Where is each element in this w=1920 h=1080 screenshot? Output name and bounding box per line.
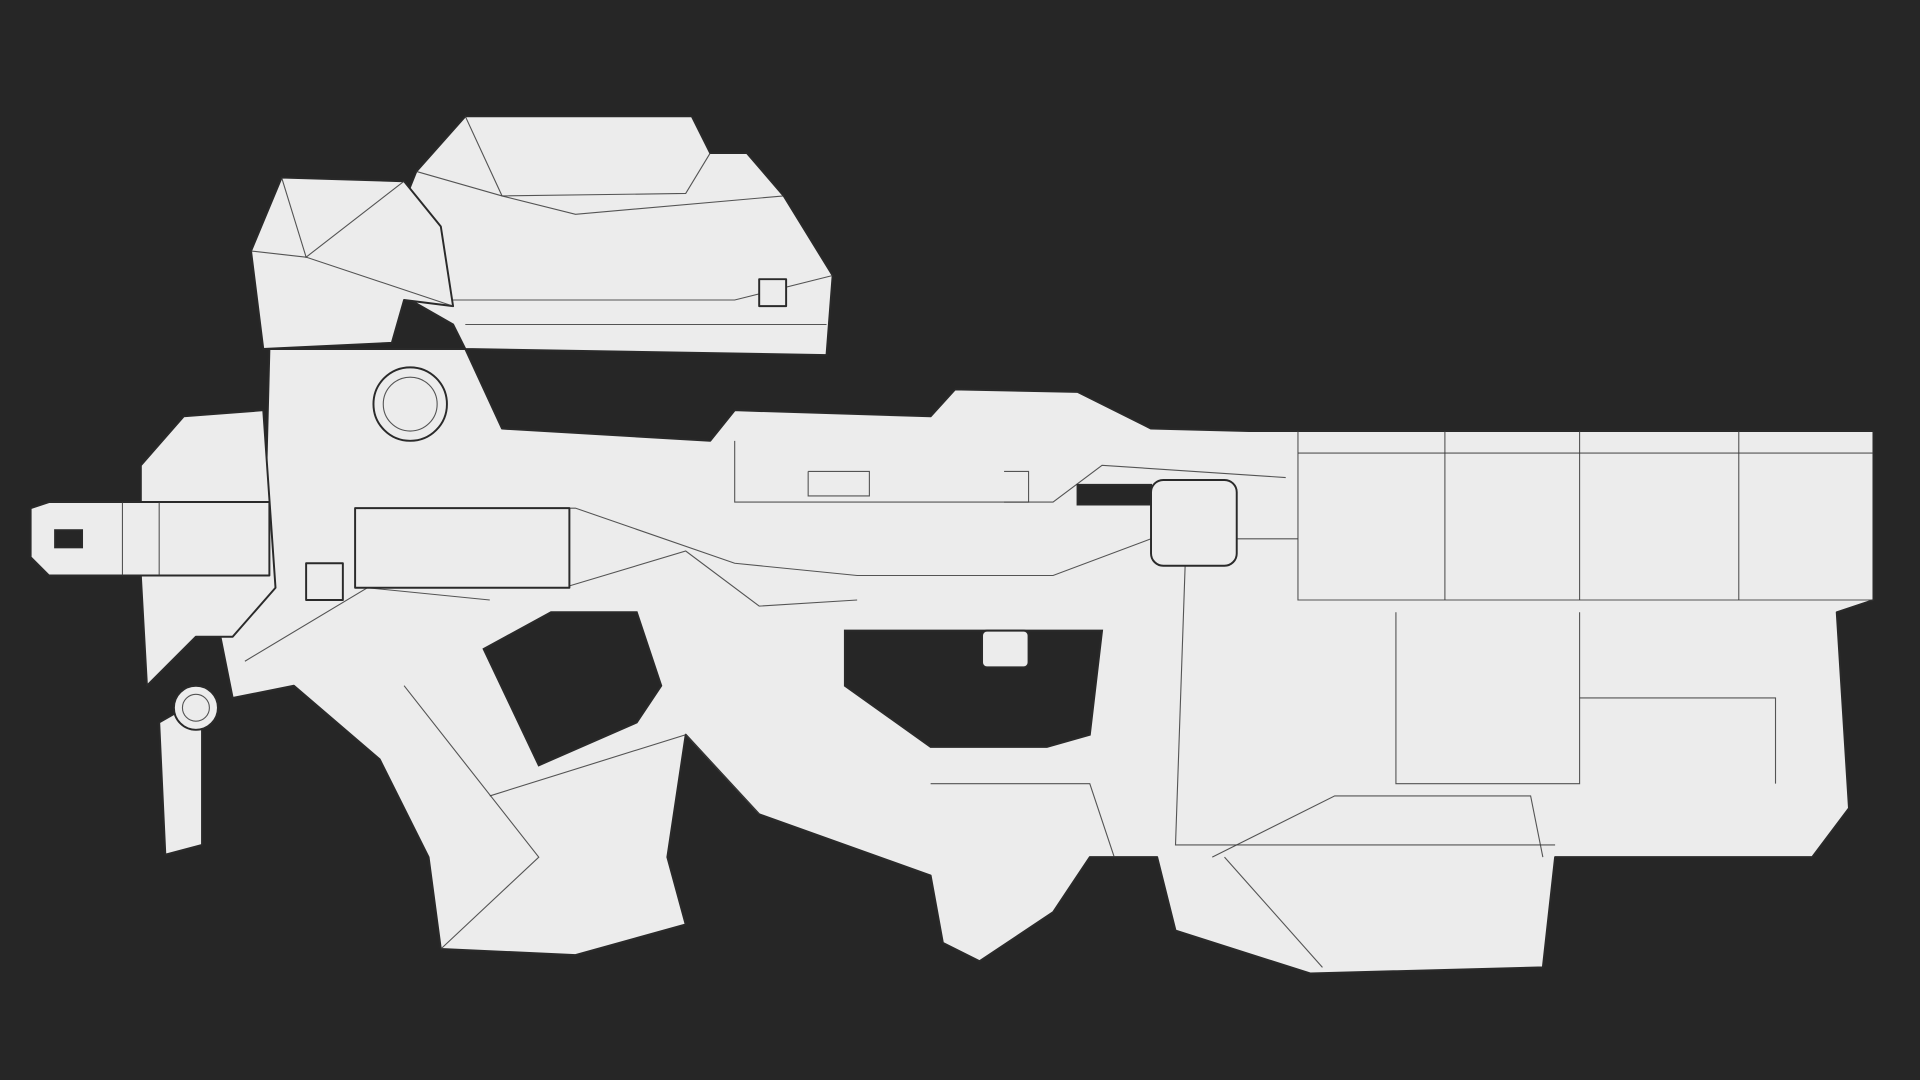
trigger [981, 629, 1030, 669]
sight-block [250, 176, 455, 350]
thumbhole-opening [482, 611, 663, 767]
front-assembly [29, 409, 277, 856]
upper-gap [1076, 483, 1152, 506]
trigger-guard-opening [843, 629, 1104, 748]
